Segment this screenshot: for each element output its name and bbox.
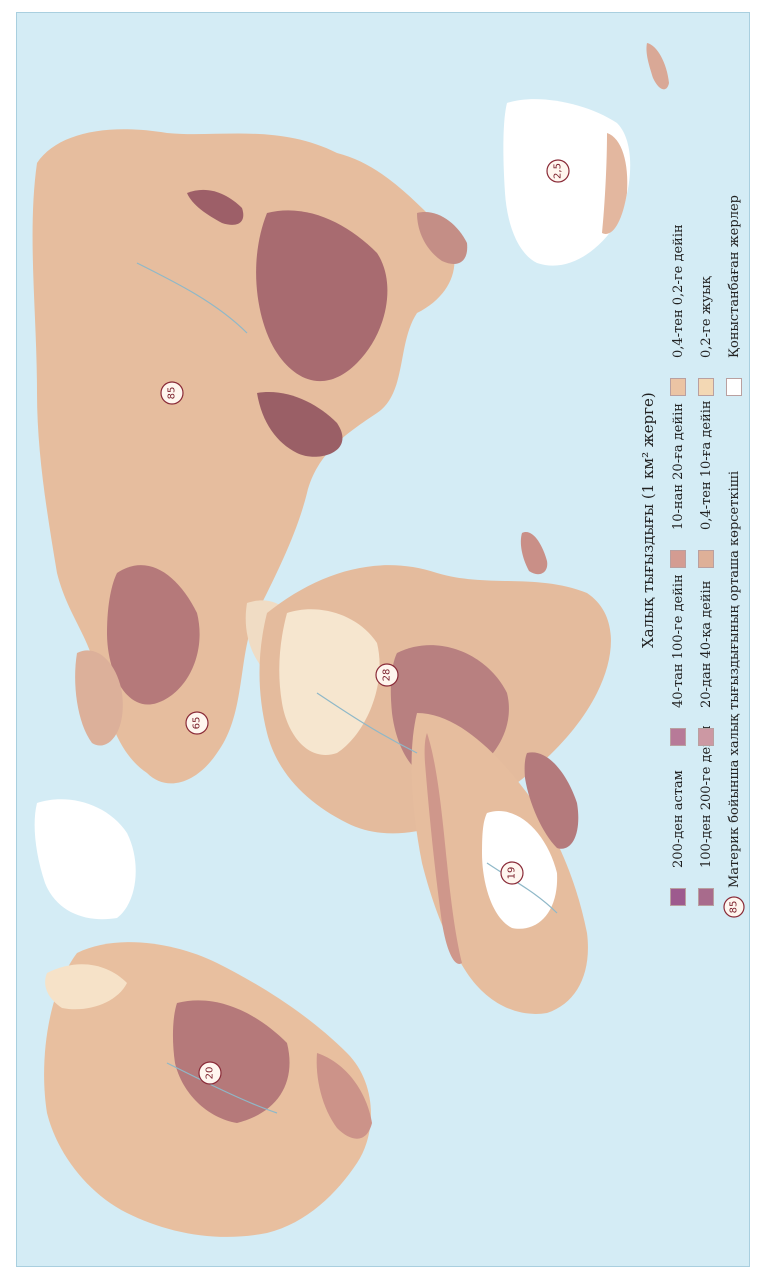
river-lines <box>136 262 558 1114</box>
legend-label-8: 0,2-ге жуық <box>699 276 714 358</box>
scandinavia <box>75 650 123 746</box>
sahara-desert <box>279 609 380 755</box>
legend-label-2: 100-ден 200-ге дейін <box>699 725 714 868</box>
svg-text:65: 65 <box>192 717 203 730</box>
world-map-svg: 85 65 28 2,5 20 19 <box>32 43 669 1237</box>
mexico <box>316 1053 372 1139</box>
badge-eurasia: 85 <box>160 381 184 405</box>
madagascar <box>520 532 548 575</box>
legend-label-6: 0,4-тен 10-ға дейін <box>699 400 714 530</box>
svg-text:2,5: 2,5 <box>553 163 564 179</box>
world-map: 85 65 28 2,5 20 19 Халы <box>16 12 750 1267</box>
legend-label-1: 200-ден астам <box>671 770 686 868</box>
greenland <box>34 799 136 920</box>
legend-title: Халық тығыздығы (1 км² жерге) <box>639 392 657 648</box>
badge-north-america: 20 <box>198 1061 222 1085</box>
badge-europe: 65 <box>185 711 209 735</box>
legend-note: Материк бойынша халық тығыздығының орташ… <box>727 471 742 888</box>
new-zealand <box>646 43 669 90</box>
brazil-coast-dense <box>524 752 579 849</box>
legend-label-3: 40-тан 100-ге дейін <box>671 574 686 708</box>
note-symbol: 85 <box>723 896 745 918</box>
legend-swatch-6 <box>698 550 714 568</box>
legend-label-7: 0,4-тен 0,2-ге дейін <box>671 224 686 358</box>
asia-dense-region <box>256 210 388 382</box>
japan <box>187 189 244 225</box>
australia-coast <box>602 133 628 234</box>
legend-swatch-4 <box>698 728 714 746</box>
badge-south-america: 19 <box>500 861 524 885</box>
legend-swatch-1 <box>670 888 686 906</box>
svg-text:85: 85 <box>167 387 178 400</box>
legend-label-5: 10-нан 20-ға дейін <box>671 403 686 530</box>
badge-australia: 2,5 <box>546 159 570 183</box>
badge-africa: 28 <box>375 663 399 687</box>
svg-text:28: 28 <box>382 669 393 682</box>
legend-swatch-7 <box>670 378 686 396</box>
legend-swatch-3 <box>670 728 686 746</box>
australia-landmass <box>503 99 631 266</box>
canadian-arctic <box>45 964 127 1010</box>
southeast-asia-islands <box>417 212 468 264</box>
legend-swatch-8 <box>698 378 714 396</box>
legend-swatch-9 <box>726 378 742 396</box>
india-dense-region <box>257 392 343 457</box>
andes-coast <box>424 733 462 964</box>
svg-text:20: 20 <box>205 1067 216 1080</box>
svg-text:85: 85 <box>729 901 740 914</box>
usa-dense-region <box>172 1000 290 1123</box>
legend-label-9: Қоныстанбаған жерлер <box>727 195 742 358</box>
legend-swatch-5 <box>670 550 686 568</box>
europe-dense-region <box>107 565 200 705</box>
legend-swatch-2 <box>698 888 714 906</box>
legend-label-4: 20-дан 40-қа дейін <box>699 580 714 708</box>
svg-text:19: 19 <box>507 867 518 880</box>
